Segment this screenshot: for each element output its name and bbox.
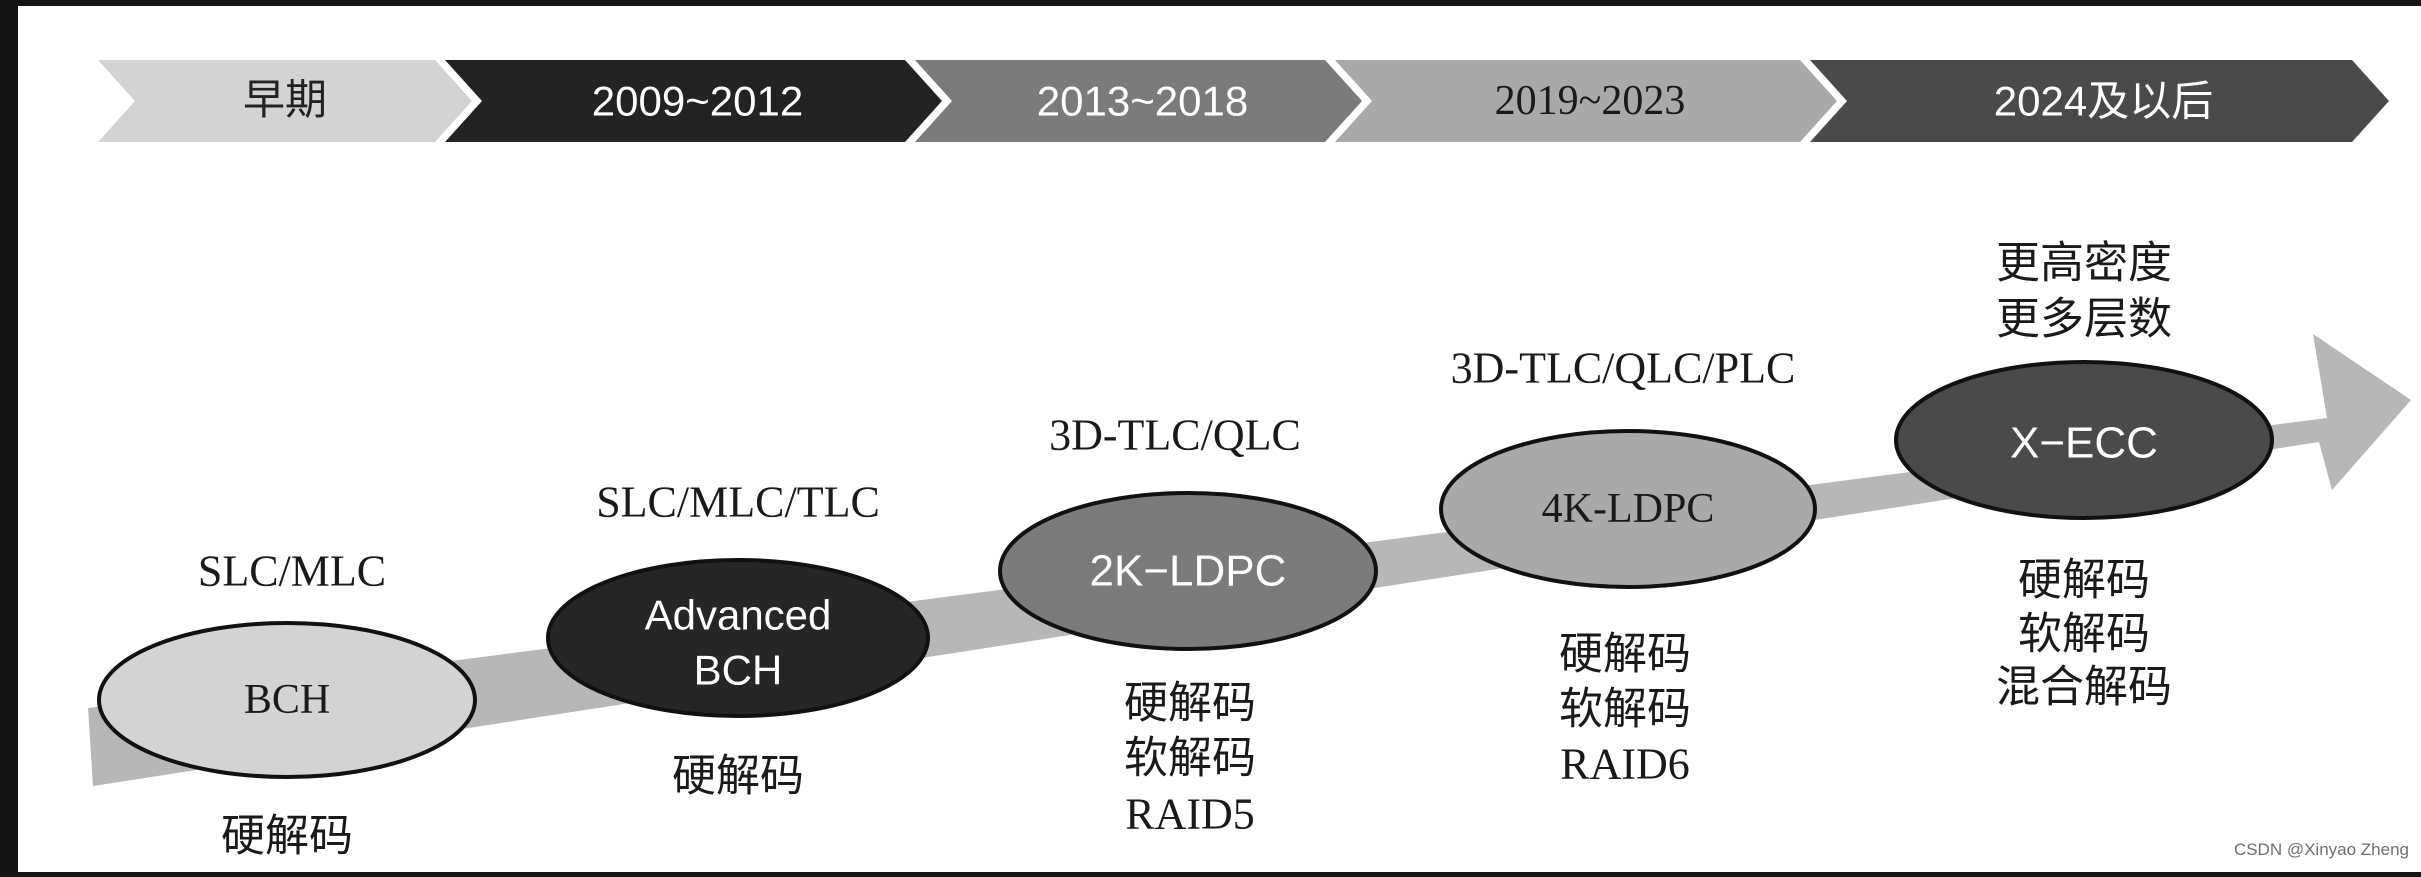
watermark: CSDN @Xinyao Zheng <box>2233 840 2409 859</box>
timeline-label-2009-2012: 2009~2012 <box>592 78 803 125</box>
timeline-label-2013-2018: 2013~2018 <box>1037 78 1248 125</box>
timeline-chevron-early <box>98 60 472 142</box>
stage-decoding-x-ecc: 软解码 <box>2018 610 2150 659</box>
timeline-chevrons: 早期 2009~2012 2013~2018 2019~2023 2024及以后 <box>98 60 2389 142</box>
stage-ellipse-4k-ldpc <box>1439 429 1817 589</box>
stage-decoding-x-ecc: 硬解码 <box>2018 556 2150 605</box>
stage-name-2k-ldpc: 2K−LDPC <box>1090 547 1287 596</box>
stage-decoding-2k-ldpc: RAID5 <box>1125 790 1255 839</box>
timeline-label-2024-after: 2024及以后 <box>1994 78 2213 125</box>
stage-decoding-4k-ldpc: 软解码 <box>1559 685 1691 734</box>
stage-decoding-advanced-bch: 硬解码 <box>672 752 804 801</box>
stage-nand-type-bch: SLC/MLC <box>198 547 386 596</box>
ecc-stages: BCHSLC/MLC硬解码AdvancedBCHSLC/MLC/TLC硬解码2K… <box>97 239 2274 861</box>
timeline-label-2019-2023: 2019~2023 <box>1495 78 1686 124</box>
stage-decoding-x-ecc: 混合解码 <box>1996 663 2172 712</box>
stage-decoding-2k-ldpc: 硬解码 <box>1124 679 1256 728</box>
stage-decoding-bch: 硬解码 <box>221 812 353 861</box>
stage-ellipse-x-ecc <box>1894 360 2274 520</box>
stage-ellipse-bch <box>97 621 477 779</box>
stage-bch: BCH SLC/MLC 硬解码 <box>97 547 477 861</box>
stage-name-advanced-bch: Advanced <box>645 592 832 639</box>
stage-nand-type-x-ecc: 更高密度 <box>1996 239 2172 288</box>
stage-ellipse-advanced-bch <box>546 558 930 718</box>
stage-nand-type-advanced-bch: SLC/MLC/TLC <box>596 478 880 527</box>
stage-nand-type-4k-ldpc: 3D-TLC/QLC/PLC <box>1451 344 1796 393</box>
stage-name-bch: BCH <box>244 677 330 723</box>
stage-nand-type-2k-ldpc: 3D-TLC/QLC <box>1049 411 1301 460</box>
timeline-chevron-2013-2018 <box>915 60 1362 142</box>
stage-name-4k-ldpc: 4K-LDPC <box>1542 486 1715 532</box>
stage-name-advanced-bch: BCH <box>694 647 783 694</box>
timeline-chevron-2009-2012 <box>445 60 942 142</box>
timeline-chevron-2019-2023 <box>1335 60 1837 142</box>
stage-decoding-4k-ldpc: RAID6 <box>1560 740 1690 789</box>
timeline-chevron-2024-after <box>1810 60 2389 142</box>
stage-name-x-ecc: X−ECC <box>2010 419 2158 468</box>
stage-nand-type-x-ecc: 更多层数 <box>1996 295 2172 344</box>
stage-ellipse-2k-ldpc <box>998 491 1378 651</box>
timeline-label-early: 早期 <box>243 78 327 124</box>
stage-decoding-4k-ldpc: 硬解码 <box>1559 630 1691 679</box>
stage-decoding-2k-ldpc: 软解码 <box>1124 734 1256 783</box>
